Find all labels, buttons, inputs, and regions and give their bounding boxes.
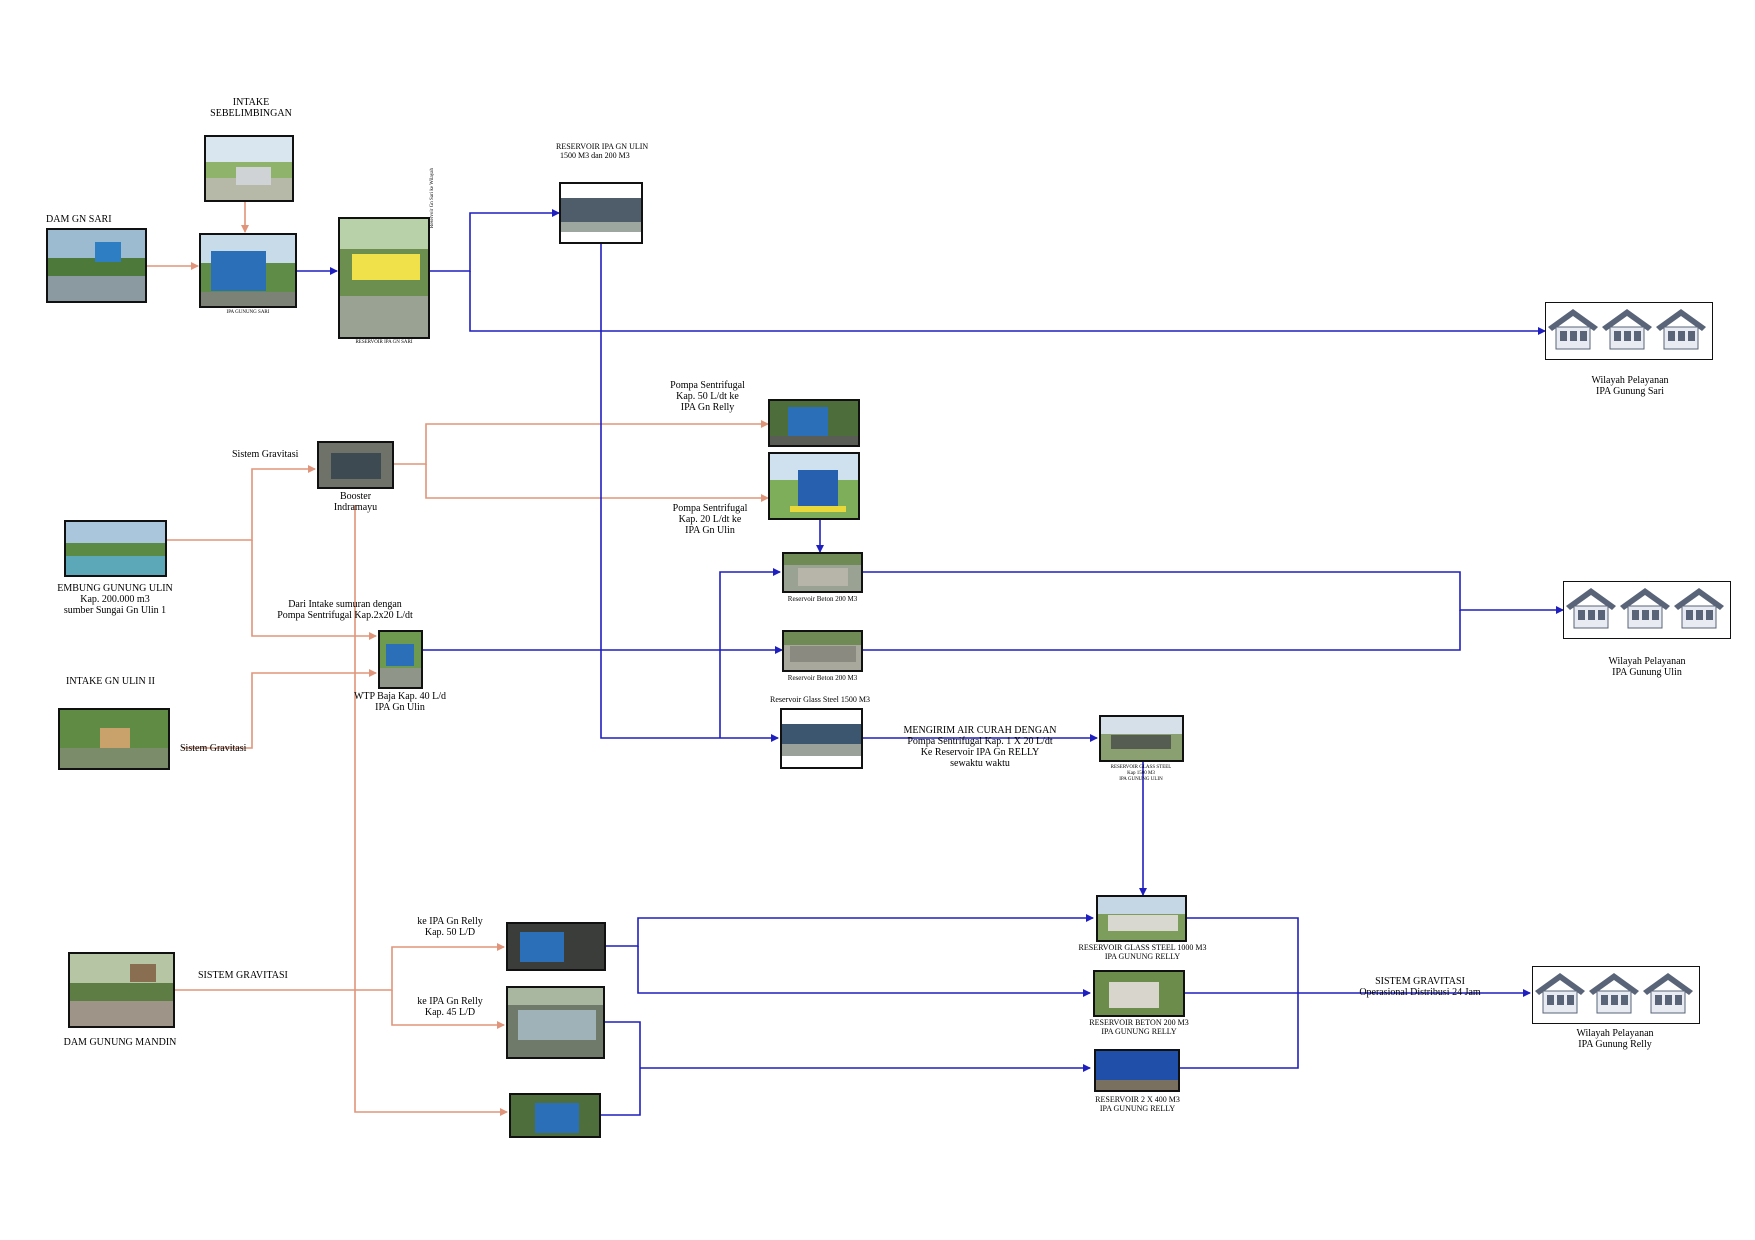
res-2x400-relly-label: RESERVOIR 2 X 400 M3 IPA GUNUNG RELLY — [1095, 1095, 1180, 1113]
reservoir-glass-steel-caption: Reservoir Glass Steel 1500 M3 — [770, 695, 870, 704]
booster-label: Booster Indramayu — [333, 491, 378, 513]
ke-relly-45-label: ke IPA Gn Relly Kap. 45 L/D — [417, 996, 483, 1018]
dam-gunung-mandin-photo — [68, 952, 175, 1028]
reservoir-gn-sari-caption: RESERVOIR IPA GN SARI — [355, 340, 413, 345]
wilayah-gn-sari-houses — [1545, 302, 1713, 360]
wilayah-gn-relly-houses — [1532, 966, 1700, 1024]
dari-intake-label: Dari Intake sumuran dengan Pompa Sentrif… — [277, 599, 413, 621]
reservoir-relly-top-photo — [1099, 715, 1184, 762]
sistem-gravitasi-1-label: Sistem Gravitasi — [232, 449, 299, 460]
vertical-note: Reservoir Gn Sari ke Wilayah — [430, 168, 435, 228]
dam-gunung-mandin-label: DAM GUNUNG MANDIN — [63, 1037, 177, 1048]
houses-icon — [1535, 973, 1693, 1014]
pump-house-relly-photo — [509, 1093, 601, 1138]
wtp-baja-photo — [378, 630, 423, 689]
mengirim-label: MENGIRIM AIR CURAH DENGAN Pompa Sentrifu… — [903, 725, 1057, 769]
ke-relly-50-photo — [506, 922, 606, 971]
ipa-gn-sari-caption: IPA GUNUNG SARI — [226, 310, 270, 315]
sistem-gravitasi-3-label: SISTEM GRAVITASI Operasional Distribusi … — [1359, 976, 1481, 998]
dam-gn-sari-label: DAM GN SARI — [46, 214, 112, 225]
wilayah-gn-ulin-label: Wilayah Pelayanan IPA Gunung Ulin — [1608, 656, 1686, 678]
sistem-gravitasi-caps-label: SISTEM GRAVITASI — [198, 970, 288, 981]
res-beton-relly-photo — [1093, 970, 1185, 1017]
pompa-20-photo — [768, 452, 860, 520]
dam-gn-sari-photo — [46, 228, 147, 303]
intake-sebelimbingan-photo — [204, 135, 294, 202]
wilayah-gn-relly-label: Wilayah Pelayanan IPA Gunung Relly — [1576, 1028, 1654, 1050]
reservoir-gn-sari-photo — [338, 217, 430, 339]
reservoir-beton-1-photo — [782, 552, 863, 593]
reservoir-glass-steel-photo — [780, 708, 863, 769]
embung-gunung-ulin-photo — [64, 520, 167, 577]
pompa-50-photo — [768, 399, 860, 447]
intake-sebelimbingan-label: INTAKE SEBELIMBINGAN — [210, 97, 292, 119]
pompa-50-label: Pompa Sentrifugal Kap. 50 L/dt ke IPA Gn… — [670, 380, 745, 413]
booster-photo — [317, 441, 394, 489]
embung-label: EMBUNG GUNUNG ULIN Kap. 200.000 m3 sumbe… — [57, 583, 173, 616]
reservoir-beton-2-photo — [782, 630, 863, 672]
pompa-20-label: Pompa Sentrifugal Kap. 20 L/dt ke IPA Gn… — [672, 503, 748, 536]
reservoir-relly-top-caption: RESERVOIR GLASS STEEL Kap 1500 M3 IPA GU… — [1110, 765, 1172, 782]
res-2x400-relly-photo — [1094, 1049, 1180, 1092]
wtp-baja-label: WTP Baja Kap. 40 L/d IPA Gn Ulin — [353, 691, 447, 713]
reservoir-beton-2-caption: Reservoir Beton 200 M3 — [787, 674, 858, 682]
houses-icon — [1566, 588, 1724, 629]
intake-gn-ulin-ii-label: INTAKE GN ULIN II — [66, 676, 155, 687]
reservoir-beton-1-caption: Reservoir Beton 200 M3 — [787, 595, 858, 603]
res-glass-steel-relly-label: RESERVOIR GLASS STEEL 1000 M3 IPA GUNUNG… — [1078, 943, 1207, 961]
res-beton-relly-label: RESERVOIR BETON 200 M3 IPA GUNUNG RELLY — [1089, 1018, 1189, 1036]
reservoir-ipa-gn-ulin-photo — [559, 182, 643, 244]
wilayah-gn-sari-label: Wilayah Pelayanan IPA Gunung Sari — [1591, 375, 1669, 397]
ke-relly-50-label: ke IPA Gn Relly Kap. 50 L/D — [417, 916, 483, 938]
sistem-gravitasi-2-label: Sistem Gravitasi — [180, 743, 247, 754]
ipa-gn-sari-photo — [199, 233, 297, 308]
wilayah-gn-ulin-houses — [1563, 581, 1731, 639]
reservoir-ipa-gn-ulin-label: RESERVOIR IPA GN ULIN 1500 M3 dan 200 M3 — [556, 142, 649, 160]
houses-icon — [1548, 309, 1706, 350]
ke-relly-45-photo — [506, 986, 605, 1059]
intake-gn-ulin-ii-photo — [58, 708, 170, 770]
res-glass-steel-relly-photo — [1096, 895, 1187, 942]
